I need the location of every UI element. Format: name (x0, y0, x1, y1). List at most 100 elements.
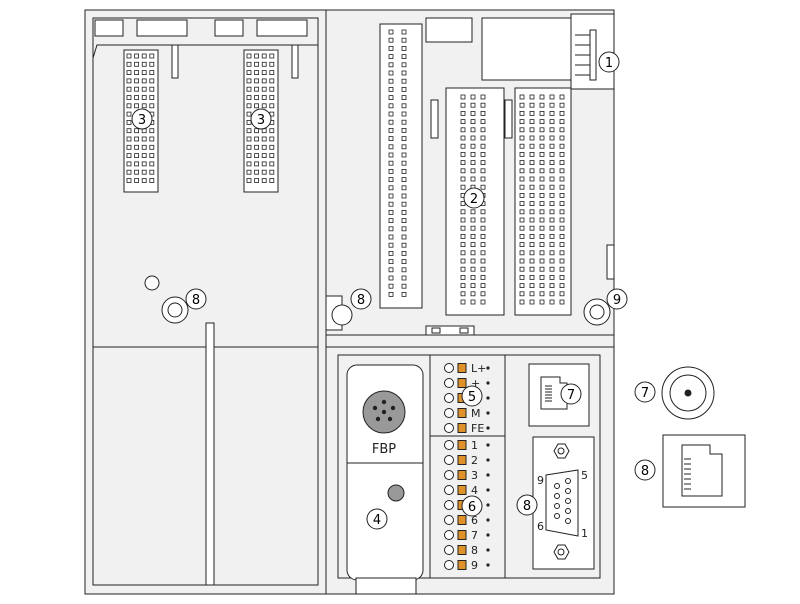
callout-left-connector-b: 3 (250, 108, 272, 130)
connector-pin (254, 70, 260, 75)
connector-pin (480, 168, 486, 174)
connector-pin (549, 135, 555, 141)
terminal-label: M (471, 407, 481, 420)
callout-center-connectors: 2 (463, 187, 485, 209)
connector-pin (559, 299, 565, 305)
connector-pin (559, 217, 565, 223)
svg-text:9: 9 (613, 293, 621, 308)
connector-pin (401, 160, 407, 166)
connector-pin (529, 242, 535, 248)
connector-pin (126, 161, 132, 167)
connector-pin (529, 176, 535, 182)
connector-pin (519, 209, 525, 215)
connector-pin (388, 144, 394, 150)
connector-pin (470, 217, 476, 223)
connector-pin (519, 176, 525, 182)
connector-pin (519, 151, 525, 157)
connector-pin (470, 250, 476, 256)
connector-pin (388, 218, 394, 224)
connector-pin (246, 103, 252, 109)
connector-pin (269, 78, 275, 84)
connector-pin (126, 78, 132, 84)
connector-pin (480, 184, 486, 190)
connector-pin (269, 144, 275, 150)
connector-pin (460, 184, 466, 190)
connector-pin (529, 217, 535, 223)
connector-pin (460, 225, 466, 231)
connector-pin (470, 119, 476, 124)
connector-pin (134, 136, 140, 142)
connector-pin (388, 136, 394, 142)
dsub-label-5: 5 (581, 469, 588, 482)
connector-pin (134, 161, 140, 167)
connector-pin (149, 128, 155, 134)
connector-pin (388, 283, 394, 289)
supply-connector-pins (575, 29, 597, 81)
connector-pin (549, 217, 555, 223)
terminal-screw (444, 500, 454, 510)
connector-pin (529, 111, 535, 116)
bnc-connector (661, 366, 715, 420)
connector-pin (529, 201, 535, 207)
connector-pin (539, 291, 545, 297)
connector-pin (388, 193, 394, 199)
connector-pin (549, 160, 555, 166)
terminal-screw (444, 440, 454, 450)
connector-pin (470, 135, 476, 141)
connector-pin (141, 70, 147, 75)
connector-pin (529, 151, 535, 157)
connector-pin (529, 258, 535, 264)
connector-pin (539, 242, 545, 248)
terminal-clamp (457, 363, 467, 373)
callout-mount-hole-center: 8 (350, 288, 372, 310)
fbp-label: FBP (372, 442, 396, 457)
connector-pin (388, 209, 394, 215)
connector-pin (549, 184, 555, 190)
connector-pin (559, 151, 565, 157)
rj45-external (662, 434, 746, 508)
connector-pin (401, 267, 407, 273)
connector-pin (480, 258, 486, 264)
connector-pin (254, 53, 260, 59)
connector-pin (549, 102, 555, 108)
connector-pin (261, 53, 267, 59)
connector-pin (539, 168, 545, 174)
connector-pin (269, 153, 275, 159)
connector-pin (549, 176, 555, 182)
connector-pin (470, 233, 476, 239)
terminal-clamp (457, 560, 467, 570)
connector-pin (261, 153, 267, 159)
connector-pin (388, 250, 394, 256)
connector-pin (480, 209, 486, 215)
connector-pin (134, 169, 140, 175)
connector-pin (480, 291, 486, 297)
connector-pin (246, 53, 252, 59)
connector-pin (401, 103, 407, 109)
connector-pin (141, 53, 147, 59)
connector-pin (149, 169, 155, 175)
connector-pin (539, 233, 545, 239)
connector-pin (460, 242, 466, 248)
connector-pin (529, 119, 535, 124)
connector-pin (559, 233, 565, 239)
connector-pin (261, 144, 267, 150)
connector-pin (519, 266, 525, 272)
connector-pin (141, 161, 147, 167)
connector-pin (401, 111, 407, 117)
connector-pin (460, 151, 466, 157)
connector-pin (401, 259, 407, 265)
connector-pin (460, 217, 466, 223)
terminal-dot (486, 488, 490, 492)
svg-text:8: 8 (523, 499, 531, 514)
connector-pin (254, 169, 260, 175)
connector-pin (460, 143, 466, 149)
connector-pin (134, 153, 140, 159)
connector-pin (401, 37, 407, 43)
connector-pin (401, 62, 407, 68)
terminal-screw (444, 530, 454, 540)
terminal-clamp (457, 440, 467, 450)
connector-pin (519, 94, 525, 100)
connector-pin (460, 291, 466, 297)
connector-pin (559, 250, 565, 256)
callout-supply-connector: 1 (598, 51, 620, 73)
